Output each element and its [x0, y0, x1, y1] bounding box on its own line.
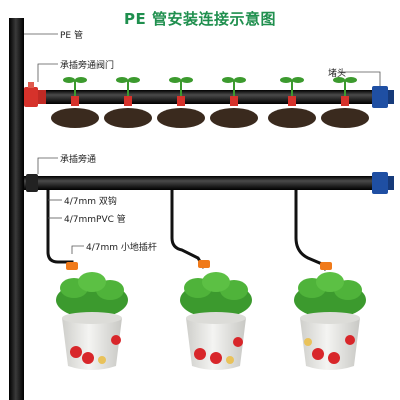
end-cap-upper	[372, 86, 394, 108]
label-bypass: 承插旁通	[60, 155, 97, 165]
bypass-valve	[24, 82, 46, 107]
label-bypass-valve: 承插旁通阀门	[60, 61, 115, 71]
pe-pipe-lower	[24, 176, 380, 190]
seedling-row	[51, 77, 369, 128]
drip-stakes	[66, 260, 332, 270]
bypass-connector	[26, 174, 38, 192]
end-cap-lower	[372, 172, 394, 194]
diagram-title: PE 管安装连接示意图	[124, 10, 276, 28]
label-end-plug: 堵头	[328, 69, 347, 79]
label-ground-stake: 4/7mm 小地插杆	[86, 243, 157, 253]
label-double-hook: 4/7mm 双钩	[64, 197, 117, 207]
label-pvc-pipe: 4/7mmPVC 管	[64, 215, 126, 225]
leader-lines	[24, 33, 381, 254]
drip-lines	[46, 190, 328, 271]
label-pe-pipe: PE 管	[60, 31, 83, 41]
strawberry-pots	[56, 272, 366, 370]
pe-pipe-vertical	[9, 18, 24, 400]
